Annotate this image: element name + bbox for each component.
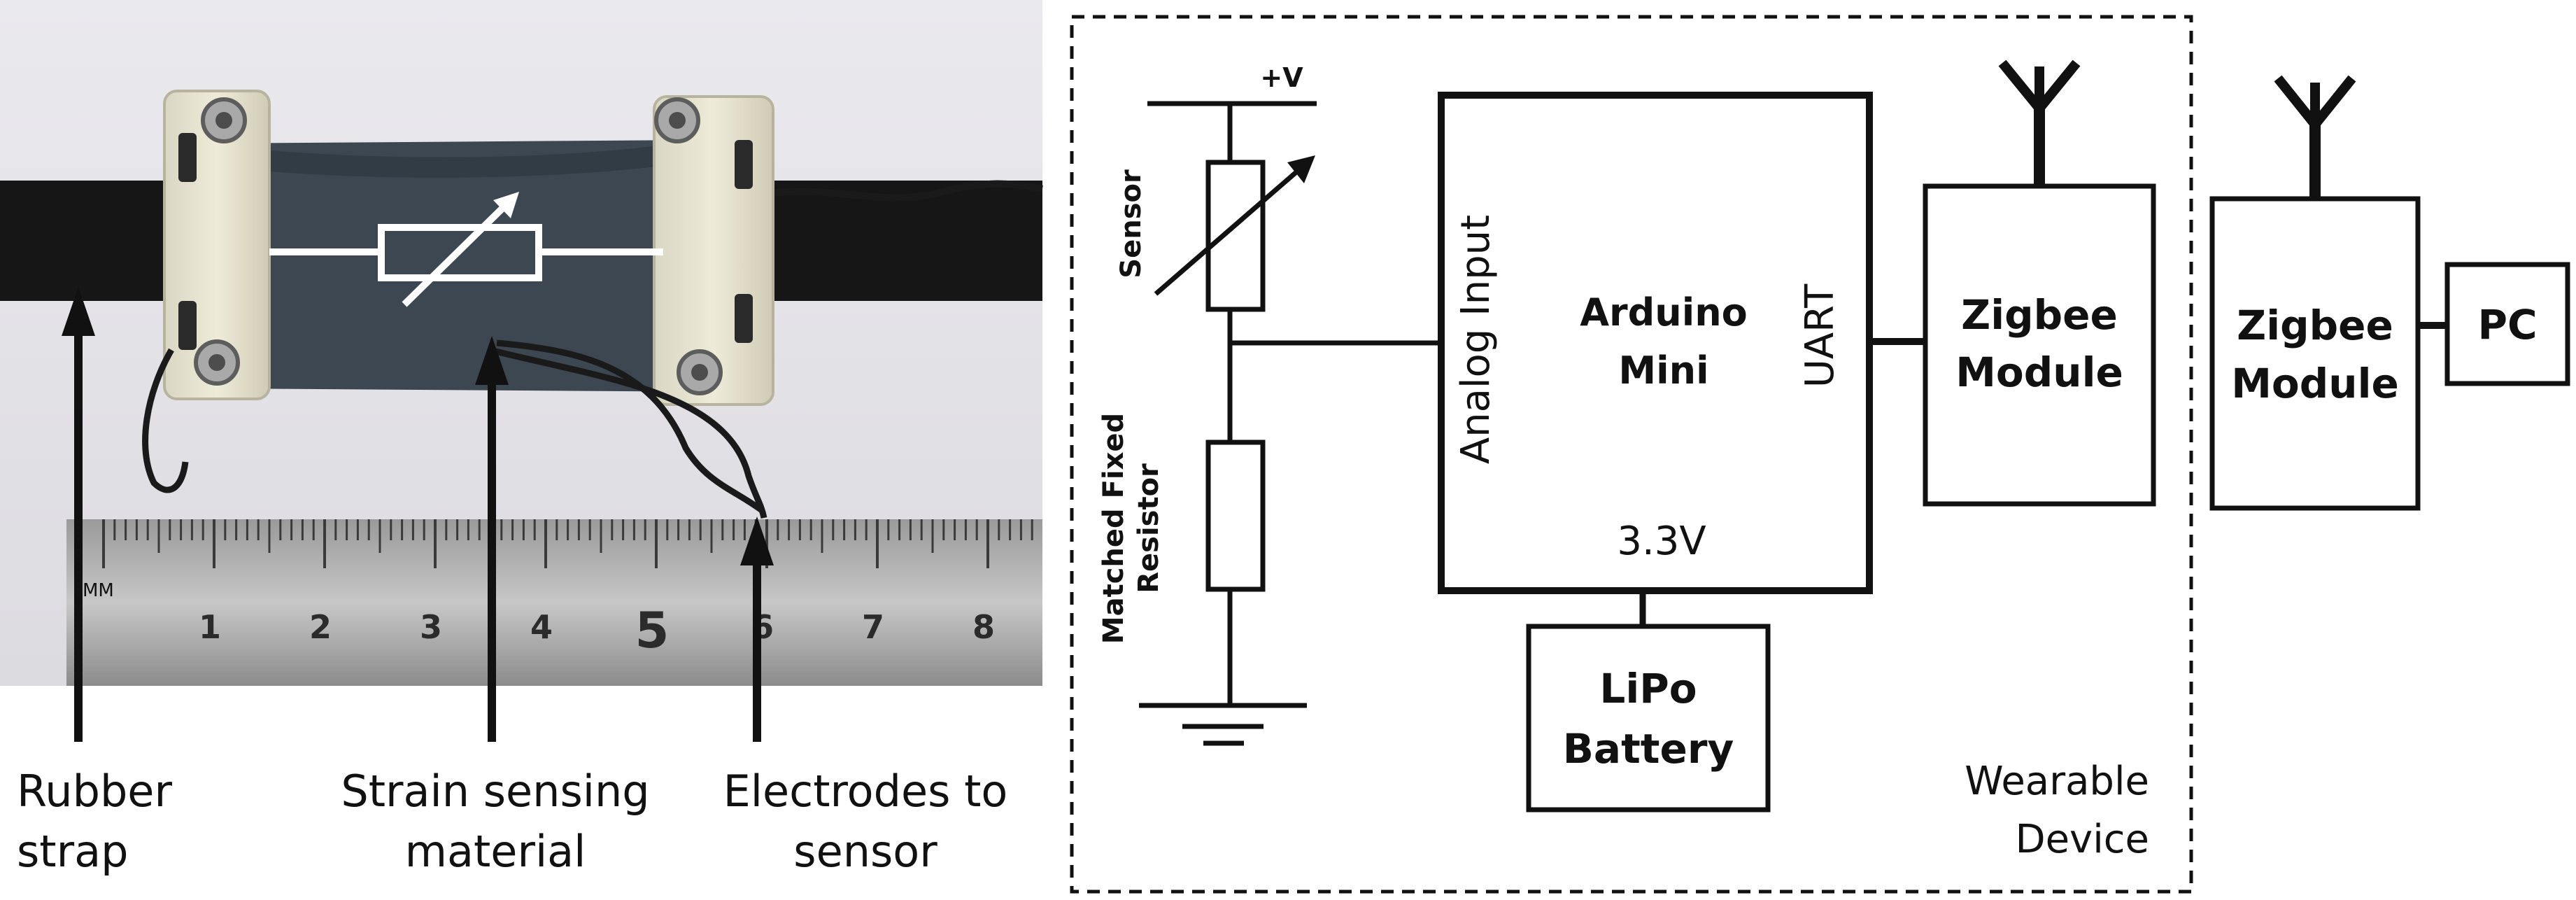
battery-line2: Battery [1563, 725, 1734, 773]
pc-block [2444, 262, 2570, 386]
right-clamp-slot-bottom [735, 294, 753, 343]
ruler-number: 1 [199, 608, 221, 646]
sensor-label: Sensor [1115, 169, 1147, 279]
lipo-battery-block [1526, 624, 1771, 813]
right-top-nut-hole [669, 112, 686, 129]
pc-label: PC [2477, 301, 2537, 349]
wearable-device-label-line2: Device [2015, 817, 2149, 862]
electrode-wire-1 [496, 339, 765, 514]
arduino-title-line2: Mini [1618, 349, 1708, 393]
uart-label: UART [1797, 283, 1843, 388]
ruler-number: 4 [530, 608, 553, 646]
ruler-unit-mark: MM [83, 580, 114, 601]
label-rubber-strap-line1: Rubber [17, 766, 172, 817]
left-top-nut-hole [215, 112, 232, 129]
zigbee-pc-line1: Zigbee [2237, 302, 2393, 349]
antenna-wearable-icon [1998, 59, 2081, 112]
left-wire-loop [142, 348, 189, 493]
ruler-ticks [102, 519, 1033, 568]
left-clamp-slot-bottom [178, 301, 197, 350]
right-bottom-nut-hole [691, 364, 708, 381]
antenna-pc-icon [2274, 75, 2356, 128]
label-strain-material-line1: Strain sensing [341, 766, 649, 817]
ruler-number: 2 [309, 608, 332, 646]
label-electrodes-line1: Electrodes to [723, 766, 1008, 817]
ruler-number: 8 [972, 608, 995, 646]
label-strain-material-line2: material [405, 826, 586, 877]
block-diagram [1070, 15, 2570, 894]
fixed-resistor [1205, 440, 1266, 592]
sensor-resistor [1205, 160, 1266, 312]
zigbee-pc-line2: Module [2231, 360, 2399, 407]
arrowhead-rubber-strap [62, 287, 95, 336]
analog-input-label: Analog Input [1453, 215, 1499, 464]
ruler-number: 7 [862, 608, 884, 646]
left-bottom-nut-hole [208, 354, 225, 371]
arrowhead-electrodes [740, 516, 774, 565]
sensor-variable-arrowhead [1287, 155, 1315, 183]
zigbee-module-pc [2209, 196, 2421, 511]
fixed-resistor-label-line1: Matched Fixed [1098, 413, 1130, 644]
battery-line1: LiPo [1599, 665, 1697, 712]
fabric-shadow [203, 140, 700, 178]
arduino-mini-block [1438, 92, 1873, 594]
arrowhead-strain-material [475, 336, 509, 385]
ruler-body [66, 519, 1042, 686]
left-clamp-slot-top [178, 133, 197, 182]
pointer-arrows [62, 287, 774, 742]
zigbee-module-wearable [1923, 183, 2156, 507]
ruler-number: 5 [635, 602, 670, 659]
wearable-device-label-line1: Wearable [1965, 759, 2149, 804]
ruler-number: 3 [420, 608, 442, 646]
arduino-title-line1: Arduino [1580, 290, 1748, 335]
twisted-wire [762, 180, 1043, 202]
electrode-wire-2 [488, 346, 767, 519]
zigbee-wearable-line2: Module [1955, 349, 2123, 396]
fixed-resistor-label-line2: Resistor [1133, 463, 1165, 593]
supply-label: +V [1260, 62, 1303, 93]
variable-resistor-overlay [269, 192, 663, 307]
right-clamp-slot-top [735, 140, 753, 189]
label-electrodes-line2: sensor [793, 826, 937, 877]
label-rubber-strap-line2: strap [17, 826, 128, 877]
wearable-device-boundary [1070, 15, 2193, 894]
zigbee-wearable-line1: Zigbee [1961, 291, 2118, 339]
block-diagram-text: +V Sensor Matched Fixed Resistor Analog … [1098, 62, 2538, 862]
arduino-voltage-label: 3.3V [1617, 519, 1706, 564]
sensor-variable-arrow [1154, 164, 1305, 296]
strain-sensing-fabric [203, 140, 721, 392]
